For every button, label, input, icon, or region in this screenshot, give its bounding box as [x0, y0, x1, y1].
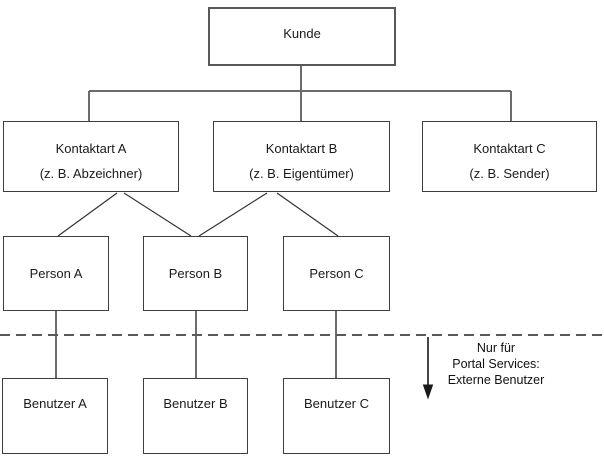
kontaktart-person-connectors [57, 192, 339, 237]
down-arrow-icon [422, 337, 434, 400]
node-kontaktart-c-label: Kontaktart C [473, 140, 546, 156]
annotation-line-2: Portal Services: [452, 357, 540, 371]
node-person-b-label: Person B [168, 266, 223, 281]
node-kunde: Kunde [208, 7, 396, 66]
annotation-line-3: Externe Benutzer [447, 373, 545, 387]
node-kontaktart-a-sublabel: (z. B. Abzeichner) [39, 165, 143, 181]
node-person-a: Person A [3, 236, 109, 311]
portal-services-annotation: Nur für Portal Services: Externe Benutze… [434, 340, 558, 388]
node-kontaktart-c: Kontaktart C (z. B. Sender) [422, 121, 597, 192]
node-kontaktart-b-label: Kontaktart B [265, 140, 338, 156]
annotation-line-1: Nur für [476, 341, 516, 355]
node-kontaktart-c-sublabel: (z. B. Sender) [469, 165, 550, 181]
node-kontaktart-b-sublabel: (z. B. Eigentümer) [249, 165, 354, 181]
person-benutzer-connectors [55, 311, 337, 378]
node-person-c: Person C [283, 236, 390, 311]
node-benutzer-b-label: Benutzer B [163, 396, 228, 411]
node-kontaktart-b: Kontaktart B (z. B. Eigentümer) [213, 121, 390, 192]
node-kontaktart-a: Kontaktart A (z. B. Abzeichner) [3, 121, 179, 192]
node-person-b: Person B [143, 236, 248, 311]
node-benutzer-c-label: Benutzer C [303, 396, 370, 411]
kunde-tree-connectors [88, 66, 512, 121]
node-kunde-label: Kunde [283, 26, 321, 41]
node-benutzer-c: Benutzer C [283, 378, 390, 454]
node-benutzer-b: Benutzer B [143, 378, 248, 454]
node-benutzer-a-label: Benutzer A [23, 396, 87, 411]
node-benutzer-a: Benutzer A [2, 378, 108, 454]
node-kontaktart-a-label: Kontaktart A [55, 140, 127, 156]
node-person-c-label: Person C [309, 266, 364, 281]
node-person-a-label: Person A [29, 266, 83, 281]
